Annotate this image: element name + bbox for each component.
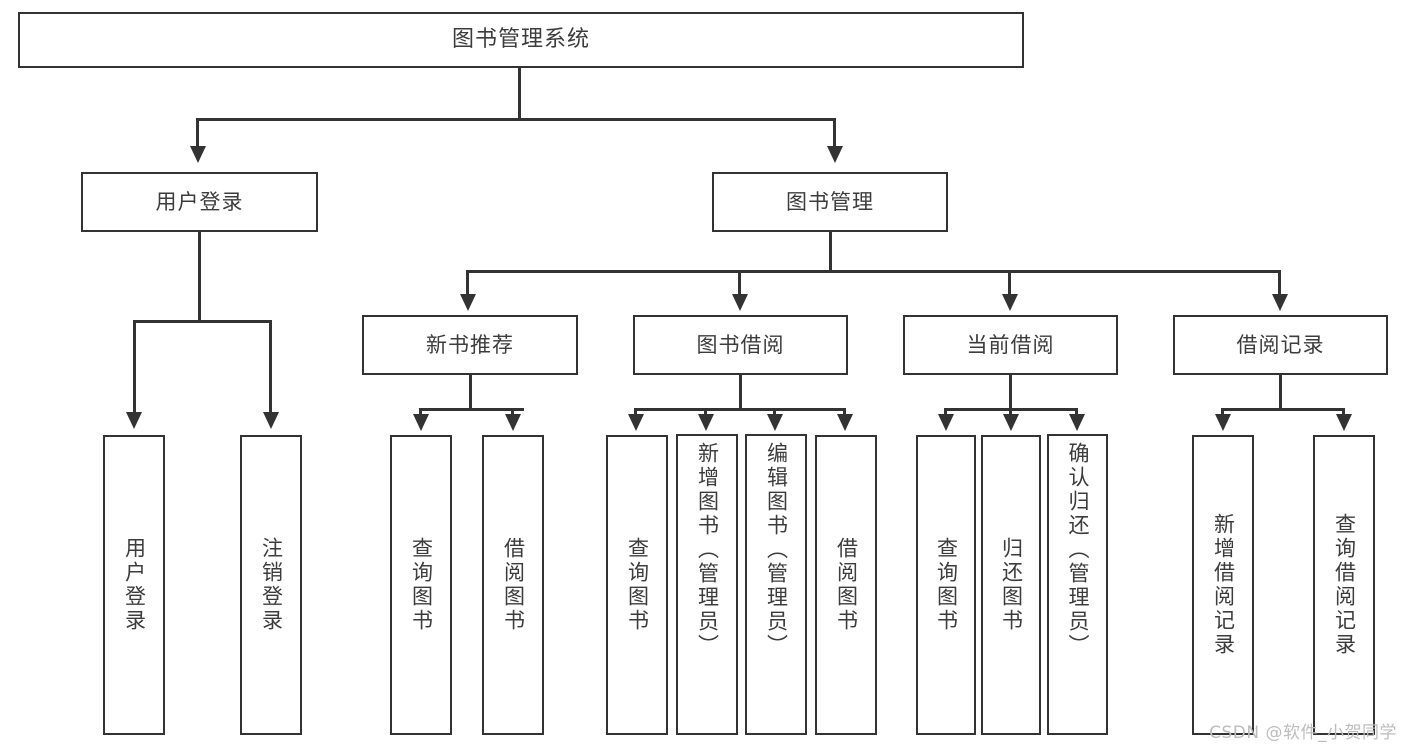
connector-user-login-bus — [133, 320, 272, 323]
connector-book-borrow-bus — [634, 408, 846, 411]
connector-current-borrow-stem — [1009, 375, 1012, 410]
connector-drop-current-borrow — [1008, 270, 1011, 294]
node-root-system[interactable]: 图书管理系统 — [18, 12, 1024, 68]
arrowhead-user-login-leaf2 — [263, 412, 279, 429]
connector-root-bus — [196, 118, 836, 121]
connector-book-borrow-stem — [739, 375, 742, 410]
node-label: 用户登录 — [155, 189, 244, 214]
connector-drop-bb-leaf3 — [773, 408, 776, 416]
node-label: 查询借阅记录 — [1332, 513, 1357, 657]
leaf-current-borrow-return[interactable]: 归还图书 — [981, 435, 1041, 735]
connector-book-mgmt-stem — [829, 232, 832, 272]
node-label: 借阅图书 — [501, 537, 526, 633]
connector-borrow-record-bus — [1221, 408, 1345, 411]
connector-drop-borrow-record — [1278, 270, 1281, 294]
connector-new-book-bus — [419, 408, 524, 411]
node-label: 借阅记录 — [1236, 332, 1325, 357]
arrowhead-new-book-leaf2 — [505, 414, 521, 431]
leaf-new-book-query[interactable]: 查询图书 — [390, 435, 452, 735]
arrowhead-cb-leaf1 — [938, 414, 954, 431]
arrowhead-new-book-leaf1 — [413, 414, 429, 431]
node-book-borrow[interactable]: 图书借阅 — [633, 315, 848, 375]
node-label: 编辑图书（管理员） — [764, 442, 789, 658]
connector-drop-br-leaf2 — [1342, 408, 1345, 416]
leaf-book-borrow-edit[interactable]: 编辑图书（管理员） — [745, 434, 807, 735]
connector-drop-book-borrow — [738, 270, 741, 294]
connector-drop-user-login — [196, 118, 199, 146]
arrowhead-borrow-record — [1272, 294, 1288, 311]
connector-drop-cb-leaf1 — [944, 408, 947, 416]
node-new-book-recommend[interactable]: 新书推荐 — [362, 315, 578, 375]
node-label: 查询图书 — [409, 537, 434, 633]
node-label: 图书借阅 — [696, 332, 785, 357]
arrowhead-bb-leaf1 — [628, 414, 644, 431]
leaf-book-borrow-borrow[interactable]: 借阅图书 — [815, 435, 877, 735]
leaf-current-borrow-query[interactable]: 查询图书 — [916, 435, 976, 735]
node-user-login[interactable]: 用户登录 — [81, 172, 318, 232]
connector-drop-bb-leaf1 — [634, 408, 637, 416]
connector-drop-cb-leaf3 — [1075, 408, 1078, 416]
node-label: 查询图书 — [625, 537, 650, 633]
leaf-borrow-record-add[interactable]: 新增借阅记录 — [1192, 435, 1254, 735]
connector-drop-bb-leaf2 — [704, 408, 707, 416]
node-label: 图书管理系统 — [451, 27, 590, 53]
leaf-book-borrow-query[interactable]: 查询图书 — [606, 435, 668, 735]
leaf-book-borrow-add[interactable]: 新增图书（管理员） — [676, 434, 738, 735]
connector-borrow-record-stem — [1279, 375, 1282, 410]
node-label: 新增借阅记录 — [1211, 513, 1236, 657]
node-label: 确认归还（管理员） — [1066, 442, 1090, 658]
connector-drop-new-book-leaf2 — [511, 408, 514, 416]
arrowhead-new-book — [460, 294, 476, 311]
node-label: 图书管理 — [786, 189, 874, 214]
node-label: 注销登录 — [259, 537, 284, 633]
node-label: 新增图书（管理员） — [695, 442, 720, 658]
node-label: 借阅图书 — [834, 537, 859, 633]
arrowhead-br-leaf2 — [1336, 414, 1352, 431]
arrowhead-current-borrow — [1002, 294, 1018, 311]
node-label: 用户登录 — [122, 537, 147, 633]
node-current-borrow[interactable]: 当前借阅 — [903, 315, 1118, 375]
arrowhead-bb-leaf3 — [767, 414, 783, 431]
connector-drop-new-book — [466, 270, 469, 294]
connector-user-login-stem — [198, 232, 201, 322]
arrowhead-br-leaf1 — [1215, 414, 1231, 431]
arrowhead-bb-leaf2 — [698, 414, 714, 431]
node-borrow-record[interactable]: 借阅记录 — [1173, 315, 1388, 375]
arrowhead-cb-leaf3 — [1069, 414, 1085, 431]
arrowhead-user-login — [190, 146, 206, 163]
node-label: 查询图书 — [934, 537, 959, 633]
connector-drop-user-login-leaf1 — [133, 320, 136, 412]
node-label: 新书推荐 — [426, 332, 514, 357]
connector-book-mgmt-bus — [466, 270, 1281, 273]
arrowhead-book-mgmt — [827, 146, 843, 163]
node-label: 当前借阅 — [966, 332, 1055, 357]
connector-drop-cb-leaf2 — [1009, 408, 1012, 416]
leaf-new-book-borrow[interactable]: 借阅图书 — [482, 435, 544, 735]
connector-root-stem — [518, 68, 521, 120]
connector-new-book-stem — [469, 375, 472, 410]
connector-drop-book-mgmt — [833, 118, 836, 146]
watermark: CSDN @软件_小贺同学 — [1209, 723, 1397, 743]
leaf-user-login-login[interactable]: 用户登录 — [103, 435, 165, 735]
leaf-borrow-record-query[interactable]: 查询借阅记录 — [1313, 435, 1375, 735]
node-label: 归还图书 — [999, 537, 1024, 633]
arrowhead-user-login-leaf1 — [126, 412, 142, 429]
connector-drop-bb-leaf4 — [843, 408, 846, 416]
connector-drop-new-book-leaf1 — [419, 408, 422, 416]
node-book-management[interactable]: 图书管理 — [712, 172, 948, 232]
arrowhead-bb-leaf4 — [837, 414, 853, 431]
connector-drop-user-login-leaf2 — [269, 320, 272, 412]
leaf-current-borrow-confirm[interactable]: 确认归还（管理员） — [1047, 434, 1108, 735]
arrowhead-book-borrow — [732, 294, 748, 311]
leaf-user-login-logout[interactable]: 注销登录 — [240, 435, 302, 735]
connector-drop-br-leaf1 — [1221, 408, 1224, 416]
arrowhead-cb-leaf2 — [1003, 414, 1019, 431]
